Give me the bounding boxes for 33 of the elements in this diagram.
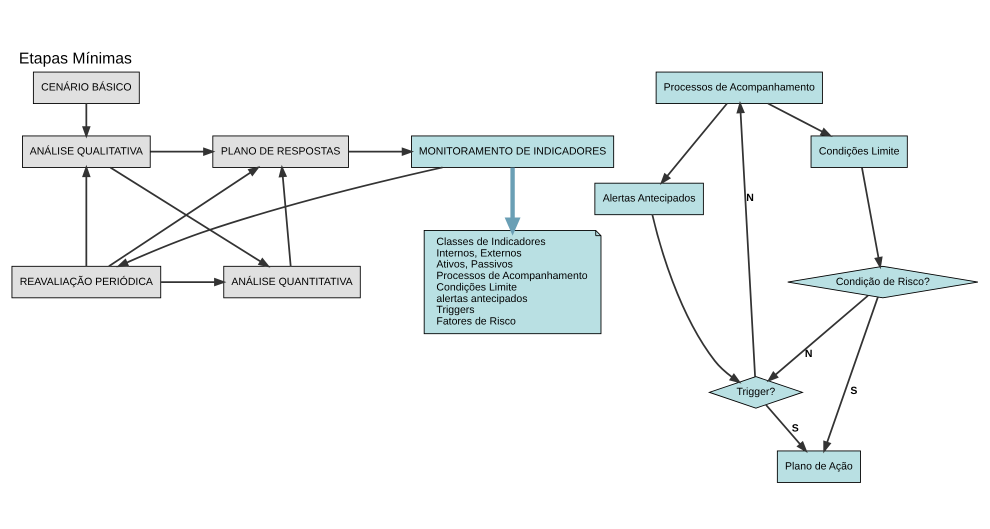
- arrow: [348, 146, 414, 156]
- edge-label: S: [792, 422, 799, 434]
- edge-label: N: [804, 347, 813, 360]
- node-box: ANÁLISE QUALITATIVA: [22, 134, 151, 168]
- arrow: [766, 294, 869, 382]
- arrow: [736, 100, 756, 376]
- node-box: CENÁRIO BÁSICO: [32, 71, 140, 104]
- node-diamond: Trigger?: [708, 376, 804, 408]
- arrow: [504, 167, 521, 236]
- arrow: [861, 166, 883, 269]
- arrow: [116, 166, 443, 267]
- arrow: [823, 296, 879, 453]
- arrow: [651, 214, 742, 384]
- arrow: [82, 103, 91, 138]
- node-box: PLANO DE RESPOSTAS: [212, 134, 349, 168]
- arrow: [150, 146, 216, 156]
- node-box: Plano de Ação: [776, 450, 861, 482]
- arrow: [765, 404, 808, 452]
- node-box: Condições Limite: [810, 134, 908, 168]
- arrow: [278, 164, 292, 266]
- edge-label: S: [850, 384, 858, 397]
- node-box: MONITORAMENTO DE INDICADORES: [411, 134, 614, 168]
- diagram-title: Etapas Mínimas: [18, 50, 132, 68]
- arrow: [161, 277, 226, 286]
- arrow: [660, 102, 728, 184]
- arrow: [768, 102, 833, 137]
- arrow: [82, 164, 91, 266]
- node-box: Alertas Antecipados: [594, 182, 704, 215]
- node-box: ANÁLISE QUANTITATIVA: [223, 265, 361, 298]
- node-box: REAVALIAÇÃO PERIÓDICA: [12, 265, 162, 298]
- node-diamond: Condição de Risco?: [787, 265, 978, 298]
- edge-label: N: [746, 191, 754, 204]
- node-box: Processos de Acompanhamento: [656, 71, 823, 104]
